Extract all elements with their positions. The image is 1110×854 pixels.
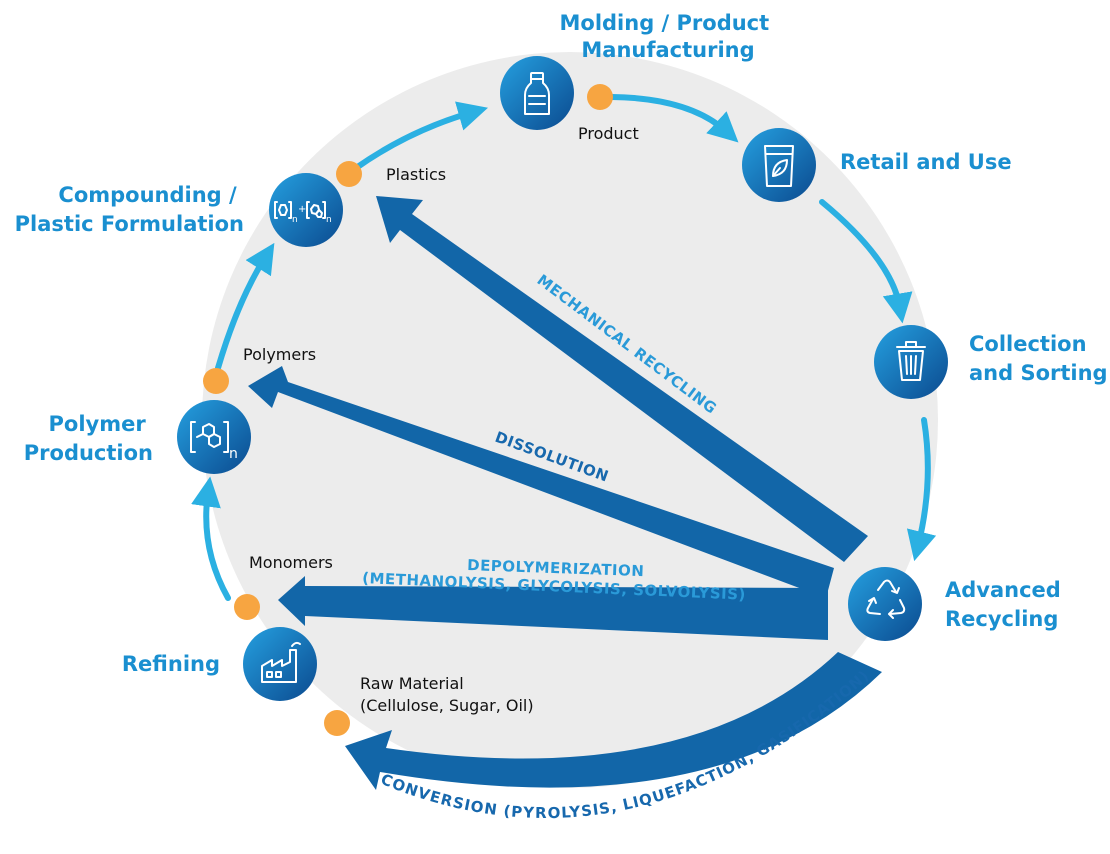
- cycle-arrows: [191, 94, 937, 601]
- arrow-conversion: [345, 652, 882, 790]
- bottle-icon: [524, 72, 550, 115]
- material-label-plastics: Plastics: [386, 165, 446, 184]
- trash-bin-icon: [896, 341, 926, 381]
- cycle-arrow-retail-to-collection: [819, 199, 913, 324]
- package-bag-icon: [764, 145, 794, 187]
- cycle-arrow-refining-to-polymer: [191, 476, 231, 601]
- stage-label-advanced: Advanced Recycling: [945, 578, 1068, 631]
- compounding-subscript-n-2: n: [326, 215, 332, 225]
- cycle-arrow-collection-to-advanced: [906, 417, 937, 562]
- arrow-mechanical-recycling: [376, 196, 868, 562]
- cycle-arrow-compounding-to-molding: [353, 101, 488, 171]
- formulation-icon: [274, 201, 326, 219]
- advanced-recycling-stage-node: [848, 567, 922, 641]
- arrow-dissolution: [248, 366, 834, 598]
- recycle-icon: [866, 579, 906, 619]
- node-dot-product: [587, 84, 613, 110]
- collection-stage-node: [874, 325, 948, 399]
- stage-label-compounding: Compounding / Plastic Formulation: [15, 183, 244, 236]
- compounding-subscript-n-1: n: [292, 215, 298, 225]
- stage-label-collection: Collection and Sorting: [969, 332, 1108, 385]
- material-label-raw-material-sources: (Cellulose, Sugar, Oil): [360, 696, 534, 715]
- node-dot-plastics: [336, 161, 362, 187]
- molding-stage-node: [500, 56, 574, 130]
- arrow-depolymerization: [278, 576, 828, 640]
- node-dot-polymers: [203, 368, 229, 394]
- cycle-arrow-product-to-retail: [609, 94, 739, 143]
- stage-label-retail: Retail and Use: [840, 150, 1012, 174]
- stage-label-refining: Refining: [122, 652, 220, 676]
- material-label-polymers: Polymers: [243, 345, 316, 364]
- refining-stage-node: [243, 627, 317, 701]
- material-label-product: Product: [578, 124, 639, 143]
- material-label-raw-material: Raw Material: [360, 674, 464, 693]
- stage-label-polymer: Polymer Production: [24, 412, 153, 465]
- polymer-chain-icon: [190, 421, 229, 453]
- node-dot-raw-material: [324, 710, 350, 736]
- compounding-plus: +: [298, 204, 306, 215]
- material-nodes: [203, 84, 613, 736]
- stage-label-molding: Molding / Product Manufacturing: [560, 11, 777, 62]
- route-arrows: [248, 196, 882, 790]
- retail-stage-node: [742, 128, 816, 202]
- node-dot-monomers: [234, 594, 260, 620]
- factory-icon: [261, 641, 301, 683]
- polymer-subscript-n: n: [229, 446, 238, 462]
- cycle-arrow-polymer-to-compounding: [215, 242, 275, 371]
- polymer-stage-node: n: [177, 400, 251, 474]
- compounding-stage-node: n + n: [269, 173, 343, 247]
- material-label-monomers: Monomers: [249, 553, 333, 572]
